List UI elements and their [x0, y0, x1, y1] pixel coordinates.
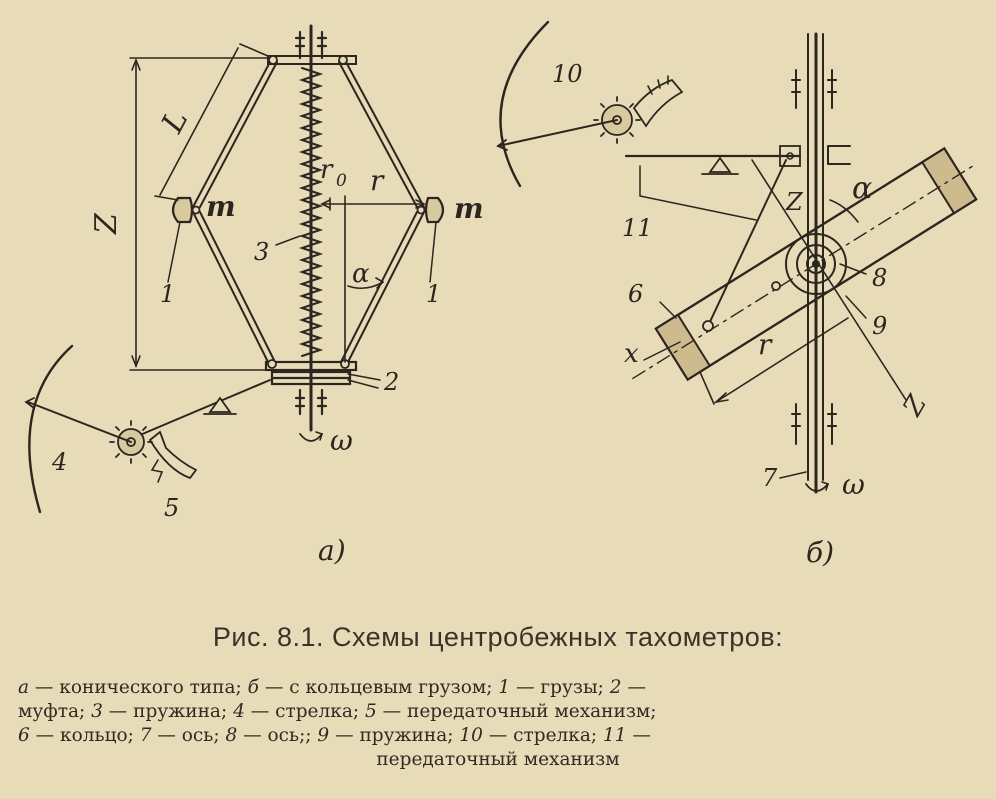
caption-text: — передаточный механизм; [376, 701, 657, 722]
label-2: 2 [383, 368, 399, 396]
label-r0-sub: 0 [336, 171, 347, 191]
z-axis-line [751, 159, 907, 401]
connecting-rod [707, 159, 787, 327]
caption-text: — ось;; [237, 725, 318, 746]
caption-key: 8 [225, 725, 238, 746]
caption-text: — грузы; [510, 677, 610, 698]
lever-a [139, 379, 271, 436]
caption-key: 1 [498, 677, 511, 698]
label-m-right: m [454, 192, 484, 225]
pointer-10 [497, 119, 618, 147]
caption-key: 6 [18, 725, 30, 746]
caption-text: — стрелка; [482, 725, 604, 746]
label-6: 6 [628, 280, 643, 308]
caption-text: — [621, 677, 646, 698]
panel-a-conical-tachometer [24, 24, 445, 514]
figure-caption-title: Рис. 8.1. Схемы центробежных тахометров: [212, 622, 784, 652]
caption-line-1: а — конического типа; б — с кольцевым гр… [18, 676, 978, 700]
caption-line-3: 6 — кольцо; 7 — ось; 8 — ось;; 9 — пружи… [18, 724, 978, 748]
sector-b [632, 78, 684, 128]
weight-left [171, 196, 194, 224]
scale-arc-b [499, 20, 550, 188]
caption-key: 5 [364, 701, 377, 722]
caption-line-4: передаточный механизм [376, 749, 620, 770]
caption-text: — с кольцевым грузом; [258, 677, 499, 698]
top-collar [267, 55, 357, 65]
caption-key: 4 [233, 701, 245, 722]
label-Z-top: Z [785, 188, 804, 216]
caption-text: — пружина; [102, 701, 234, 722]
label-3: 3 [254, 238, 269, 266]
caption-key: 9 [317, 725, 330, 746]
bottom-bearing [294, 388, 328, 416]
sector-5 [148, 430, 198, 480]
label-r0: r [320, 155, 334, 185]
dimension-r-b [699, 317, 849, 405]
caption-text: — кольцо; [29, 725, 140, 746]
alpha-arc-a [347, 281, 384, 290]
scale-arc-a [28, 344, 74, 514]
caption-key: а [18, 677, 30, 698]
label-4: 4 [51, 448, 67, 476]
label-alpha-b: α [852, 171, 872, 206]
label-x: x [624, 339, 639, 369]
omega-arrow-b [805, 483, 829, 492]
ring-6 [632, 146, 978, 382]
label-7: 7 [762, 464, 778, 492]
label-Z: Z [89, 212, 124, 235]
caption-key: 3 [91, 701, 103, 722]
label-11: 11 [622, 214, 653, 242]
label-omega-a: ω [330, 424, 353, 457]
label-panel-a: а) [318, 534, 346, 567]
caption-text: — пружина; [329, 725, 460, 746]
omega-arrow-a [299, 433, 323, 442]
caption-text: муфта; [18, 701, 92, 722]
caption-key: 7 [139, 725, 152, 746]
caption-text: — [626, 725, 651, 746]
caption-text: — стрелка; [244, 701, 365, 722]
bearings-b [791, 69, 837, 445]
label-alpha-a: α [352, 259, 370, 289]
caption-text: — ось; [151, 725, 226, 746]
label-1-right: 1 [426, 280, 441, 308]
label-r-b: r [758, 328, 773, 361]
coupling-2 [264, 360, 358, 386]
pointer-4 [27, 401, 132, 443]
label-m-left: m [206, 190, 236, 223]
label-10: 10 [552, 60, 583, 88]
caption-line-2: муфта; 3 — пружина; 4 — стрелка; 5 — пер… [18, 700, 978, 724]
dimension-z [129, 57, 269, 371]
label-r-a: r [370, 164, 385, 197]
label-omega-b: ω [842, 468, 865, 501]
label-5: 5 [164, 494, 179, 522]
caption-key: 11 [603, 725, 627, 746]
alpha-arc-b [829, 199, 859, 223]
dimension-l [154, 43, 269, 201]
label-panel-b: б) [806, 536, 834, 569]
dimension-r [320, 195, 426, 363]
label-L: L [155, 104, 196, 139]
caption-key: 10 [459, 725, 483, 746]
panel-b-ring-weight-tachometer [496, 20, 978, 494]
label-1-left: 1 [160, 280, 175, 308]
caption-text: — конического типа; [29, 677, 248, 698]
tachometer-schemes-figure: L Z r 0 r m m 1 1 3 2 α 4 5 ω а) 10 11 Z… [24, 20, 978, 569]
label-8: 8 [872, 264, 887, 292]
figure-caption-legend: а — конического типа; б — с кольцевым гр… [18, 676, 978, 772]
weight-right [424, 196, 445, 224]
label-9: 9 [872, 312, 887, 340]
caption-key: 2 [609, 677, 622, 698]
spring-3 [298, 67, 324, 357]
caption-key: б [247, 677, 259, 698]
top-bearing [294, 30, 328, 60]
